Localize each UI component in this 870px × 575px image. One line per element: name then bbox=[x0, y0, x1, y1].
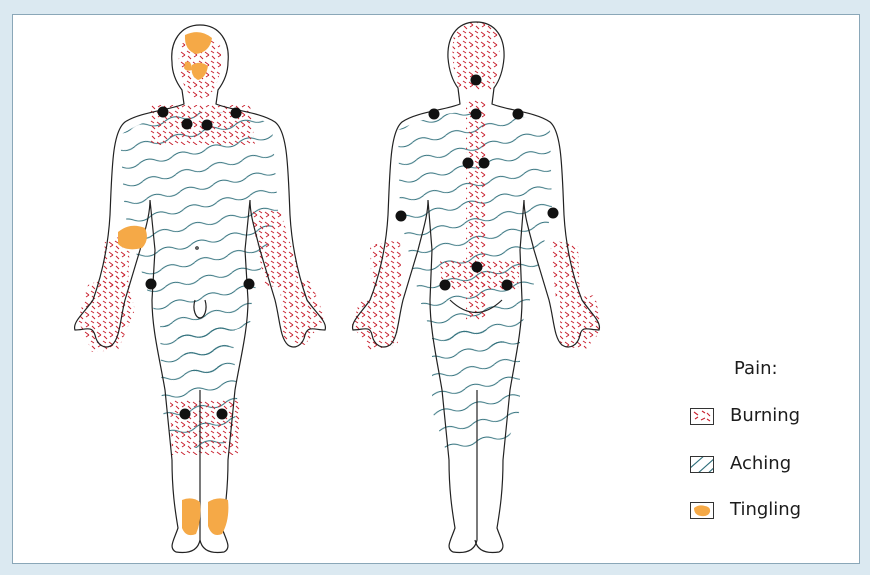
legend-label-aching: Aching bbox=[730, 453, 791, 474]
tender-point bbox=[244, 279, 255, 290]
burning-swatch-icon bbox=[690, 408, 714, 425]
tender-point bbox=[471, 75, 482, 86]
tender-point bbox=[463, 158, 474, 169]
tender-point bbox=[158, 107, 169, 118]
tender-point bbox=[231, 108, 242, 119]
tender-point bbox=[146, 279, 157, 290]
aching-swatch-icon bbox=[690, 456, 714, 473]
tender-point bbox=[180, 409, 191, 420]
tender-point bbox=[479, 158, 490, 169]
tender-point bbox=[182, 119, 193, 130]
legend-label-burning: Burning bbox=[730, 405, 800, 426]
tingling-swatch-icon bbox=[690, 502, 714, 519]
tender-point bbox=[396, 211, 407, 222]
tender-point bbox=[513, 109, 524, 120]
legend-title: Pain: bbox=[734, 358, 778, 379]
front-view bbox=[75, 25, 326, 553]
back-view bbox=[352, 22, 602, 553]
tender-point bbox=[472, 262, 483, 273]
tender-point bbox=[202, 120, 213, 131]
tender-point bbox=[440, 280, 451, 291]
tender-point bbox=[548, 208, 559, 219]
tender-point bbox=[217, 409, 228, 420]
legend-label-tingling: Tingling bbox=[730, 499, 801, 520]
tender-point bbox=[502, 280, 513, 291]
tender-point bbox=[429, 109, 440, 120]
tender-point bbox=[471, 109, 482, 120]
front-aching-area bbox=[120, 112, 278, 448]
